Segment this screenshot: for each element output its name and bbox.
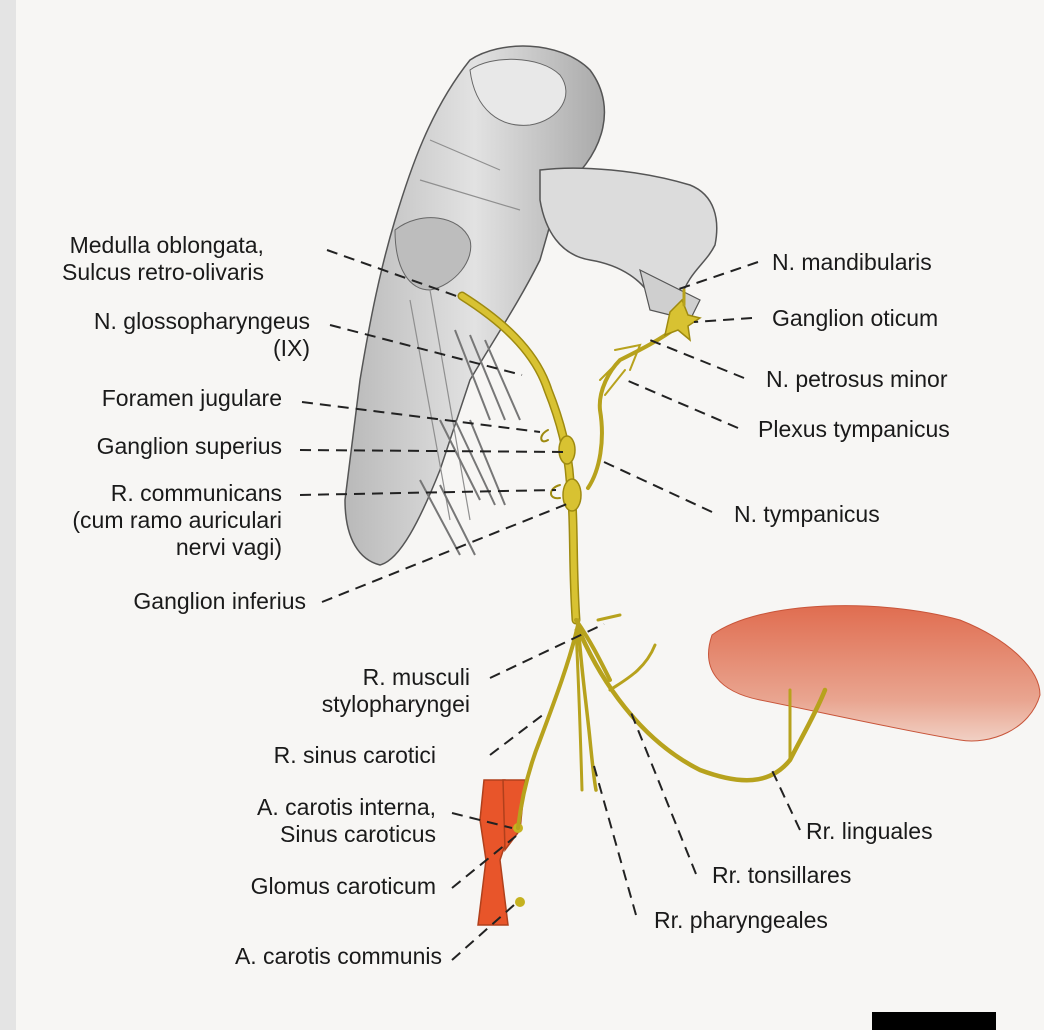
corner-black-box (872, 1012, 996, 1030)
brainstem (345, 46, 717, 565)
label-plexus-tympanicus: Plexus tympanicus (758, 416, 950, 443)
label-medulla-oblongata: Medulla oblongata,Sulcus retro-olivaris (62, 232, 264, 286)
label-rr-tonsillares: Rr. tonsillares (712, 862, 851, 889)
label-ganglion-superius: Ganglion superius (40, 433, 282, 460)
label-n-petrosus-minor: N. petrosus minor (766, 366, 948, 393)
page-edge (0, 0, 16, 1030)
label-r-sinus-carotici: R. sinus carotici (200, 742, 436, 769)
label-rr-pharyngeales: Rr. pharyngeales (654, 907, 828, 934)
tongue (709, 606, 1040, 741)
label-glomus-caroticum: Glomus caroticum (170, 873, 436, 900)
label-n-tympanicus: N. tympanicus (734, 501, 880, 528)
label-foramen-jugulare: Foramen jugulare (60, 385, 282, 412)
label-ganglion-oticum: Ganglion oticum (772, 305, 938, 332)
label-ganglion-inferius: Ganglion inferius (60, 588, 306, 615)
label-n-mandibularis: N. mandibularis (772, 249, 932, 276)
label-a-carotis-interna: A. carotis interna,Sinus caroticus (180, 794, 436, 848)
carotid-artery (478, 780, 525, 925)
label-n-glossopharyngeus: N. glossopharyngeus(IX) (62, 308, 310, 362)
label-rr-linguales: Rr. linguales (806, 818, 933, 845)
label-a-carotis-communis: A. carotis communis (150, 943, 442, 970)
